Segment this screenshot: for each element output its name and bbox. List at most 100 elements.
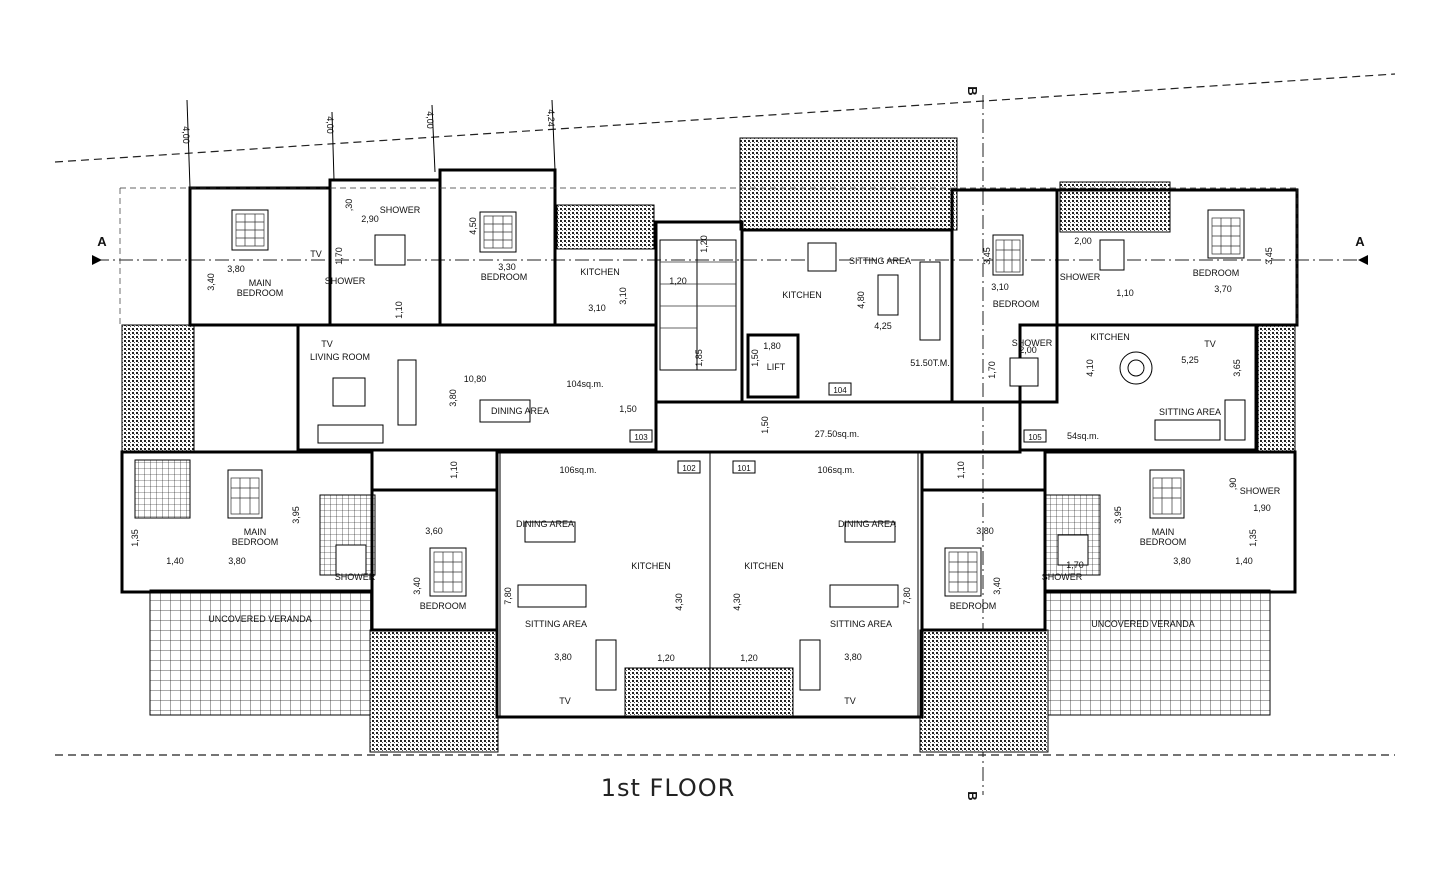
dimension-labels: 3,80 3,40 2,90 ,30 1,70 1,10 4,50 3,30 3…	[130, 199, 1274, 663]
unit-number: 102	[682, 464, 696, 473]
room-label: SHOWER	[335, 572, 376, 582]
dimension: 1,40	[166, 556, 184, 566]
room-label: KITCHEN	[631, 561, 671, 571]
dimension: 3,80	[228, 556, 246, 566]
dimension: 1,35	[130, 529, 140, 547]
room-label: SHOWER	[1012, 338, 1053, 348]
dimension: 3,80	[554, 652, 572, 662]
room-label: KITCHEN	[744, 561, 784, 571]
unit-number: 105	[1028, 433, 1042, 442]
unit-number: 103	[634, 433, 648, 442]
area-label: 106sq.m.	[817, 465, 854, 475]
setback-lines	[186, 99, 556, 189]
dimension: 1,80	[763, 341, 781, 351]
room-label: SHOWER	[1240, 486, 1281, 496]
dimension: 1,10	[956, 461, 966, 479]
dimension: 3,45	[1264, 247, 1274, 265]
room-label: SHOWER	[380, 205, 421, 215]
dimension: 3,80	[227, 264, 245, 274]
tv-label: TV	[310, 249, 322, 259]
dimension: 3,45	[982, 247, 992, 265]
section-mark-a-right: A	[1355, 234, 1365, 249]
shower-tiles-bl	[134, 459, 191, 519]
uncovered-veranda-right	[1044, 589, 1271, 716]
tv-label: TV	[559, 696, 571, 706]
room-label: DINING AREA	[516, 519, 574, 529]
dimension: 3,80	[976, 526, 994, 536]
unit-number: 104	[833, 386, 847, 395]
dimension: 3,40	[206, 273, 216, 291]
arrow-right-icon	[1358, 255, 1368, 265]
unit-numbers: 103 104 105 102 101	[629, 382, 1047, 474]
dimension: 2,00	[1074, 236, 1092, 246]
dimension: 3,95	[291, 506, 301, 524]
room-label: BEDROOM	[1193, 268, 1240, 278]
area-labels: 104sq.m. 51.50T.M. 27.50sq.m. 54sq.m. 10…	[559, 358, 1099, 475]
dimension: 3,10	[588, 303, 606, 313]
dimension: 2,00	[1019, 345, 1037, 355]
dimension: 3,10	[991, 282, 1009, 292]
dimension: 1,85	[694, 349, 704, 367]
building-walls	[119, 168, 1299, 719]
covered-veranda-right	[919, 629, 1049, 753]
dimension: 1,35	[1248, 529, 1258, 547]
dimension: 1,70	[987, 361, 997, 379]
tv-labels: TV TV TV TV TV	[310, 249, 1216, 706]
room-label: SHOWER	[1060, 272, 1101, 282]
furniture-beds	[227, 209, 1245, 597]
dimension: 3,80	[448, 389, 458, 407]
room-label: KITCHEN	[1090, 332, 1130, 342]
dimension: 1,70	[334, 247, 344, 265]
area-label: 106sq.m.	[559, 465, 596, 475]
dimension: 1,20	[740, 653, 758, 663]
dimension: 3,10	[618, 287, 628, 305]
dimension: 3,70	[1214, 284, 1232, 294]
dimension: 1,10	[449, 461, 459, 479]
dimension: 1,50	[619, 404, 637, 414]
dimension: 1,90	[1253, 503, 1271, 513]
dimension: 3,60	[425, 526, 443, 536]
dimension: 4,80	[856, 291, 866, 309]
room-label: SHOWER	[325, 276, 366, 286]
room-label: SITTING AREA	[849, 256, 911, 266]
tv-label: TV	[1204, 339, 1216, 349]
dimension: 3,80	[844, 652, 862, 662]
room-label: SITTING AREA	[525, 619, 587, 629]
dimension: 7,80	[503, 587, 513, 605]
dimension: 1,40	[1235, 556, 1253, 566]
uncovered-veranda-left	[149, 589, 373, 716]
tv-label: TV	[844, 696, 856, 706]
room-label: BEDROOM	[420, 601, 467, 611]
room-label: KITCHEN	[782, 290, 822, 300]
room-label: BEDROOM	[950, 601, 997, 611]
area-label: 104sq.m.	[566, 379, 603, 389]
setback-label: 4,00	[181, 126, 191, 144]
arrow-left-icon	[92, 255, 102, 265]
dimension: 1,50	[750, 349, 760, 367]
dimension: 3,40	[412, 577, 422, 595]
dimension: 2,90	[361, 214, 379, 224]
dimension: 7,80	[902, 587, 912, 605]
setback-label: 4,00	[325, 116, 335, 134]
tv-label: TV	[321, 339, 333, 349]
dimension: ,90	[1228, 478, 1238, 491]
dimension: 3,95	[1113, 506, 1123, 524]
unit-number: 101	[737, 464, 751, 473]
room-label: DINING AREA	[838, 519, 896, 529]
room-label: LIFT	[767, 362, 786, 372]
plan-title: 1st FLOOR	[601, 774, 736, 802]
terrace-top-center	[739, 137, 958, 231]
balcony-top-left	[556, 204, 655, 250]
dimension: 5,25	[1181, 355, 1199, 365]
room-label: SHOWER	[1042, 572, 1083, 582]
room-label: LIVING ROOM	[310, 352, 370, 362]
dimension: 1,10	[1116, 288, 1134, 298]
room-label: BEDROOM	[481, 272, 528, 282]
dimension: 1,20	[699, 235, 709, 253]
area-label: 54sq.m.	[1067, 431, 1099, 441]
room-label: DINING AREA	[491, 406, 549, 416]
